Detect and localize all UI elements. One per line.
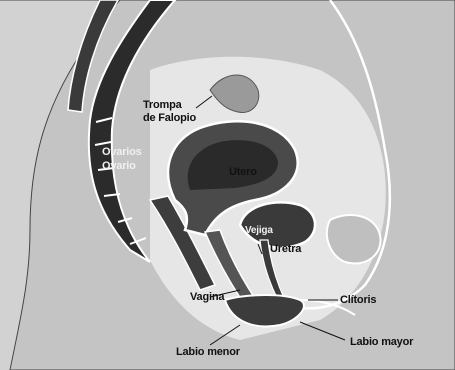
label-vejiga: Vejiga	[245, 225, 273, 236]
label-uretra: Uretra	[270, 243, 301, 255]
label-trompa-line1: Trompa	[143, 99, 182, 111]
label-labio-menor: Labio menor	[176, 346, 240, 358]
label-vagina: Vagina	[190, 291, 224, 303]
label-utero: Utero	[229, 166, 257, 178]
label-ovario-line2: Ovario	[102, 160, 136, 172]
label-ovario-line1: Ovarios	[102, 146, 142, 158]
label-labio-mayor: Labio mayor	[350, 336, 413, 348]
label-clitoris: Clítoris	[340, 294, 376, 306]
pubic-bone	[327, 215, 381, 263]
label-trompa-line2: de Falopio	[143, 112, 196, 124]
